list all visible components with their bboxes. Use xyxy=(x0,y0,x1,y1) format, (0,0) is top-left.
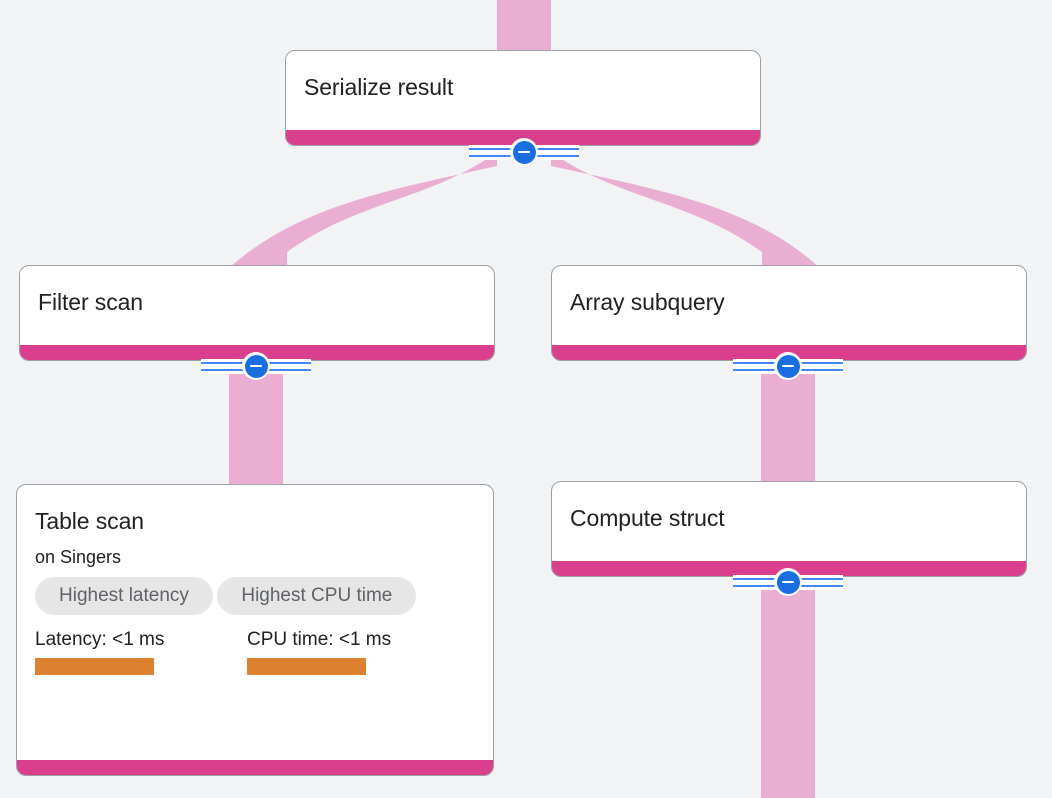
node-metrics: Latency: <1 ms CPU time: <1 ms xyxy=(35,628,475,675)
status-badge-highest-latency[interactable]: Highest latency xyxy=(35,577,213,615)
edge-inbound-stub xyxy=(497,0,551,52)
metric-latency: Latency: <1 ms xyxy=(35,628,247,675)
edge-filter-to-table xyxy=(229,366,283,491)
minus-icon[interactable] xyxy=(242,352,270,380)
toggle-compute-struct[interactable] xyxy=(733,567,843,597)
node-body: Filter scan xyxy=(20,266,494,345)
minus-icon-glyph xyxy=(518,150,530,154)
node-title: Filter scan xyxy=(38,289,143,315)
toggle-filter-scan[interactable] xyxy=(201,351,311,381)
node-body: Serialize result xyxy=(286,51,760,130)
node-compute-struct[interactable]: Compute struct xyxy=(551,481,1027,577)
metric-cpu-time-bar xyxy=(247,658,366,675)
node-subtitle: on Singers xyxy=(35,547,122,567)
node-body: Table scan on Singers Highest latency Hi… xyxy=(17,485,493,760)
node-title: Array subquery xyxy=(570,289,725,315)
minus-icon-glyph xyxy=(782,580,794,584)
node-body: Array subquery xyxy=(552,266,1026,345)
minus-icon-glyph xyxy=(250,364,262,368)
node-title: Table scan xyxy=(35,508,144,534)
minus-icon-disc xyxy=(776,570,800,594)
node-serialize-result[interactable]: Serialize result xyxy=(285,50,761,146)
minus-icon-disc xyxy=(512,140,536,164)
toggle-serialize-result[interactable] xyxy=(469,137,579,167)
toggle-array-subquery[interactable] xyxy=(733,351,843,381)
edge-compute-outbound xyxy=(761,582,815,798)
node-accent-bar xyxy=(286,130,760,145)
minus-icon[interactable] xyxy=(774,352,802,380)
node-array-subquery[interactable]: Array subquery xyxy=(551,265,1027,361)
metric-latency-label: Latency: <1 ms xyxy=(35,629,165,650)
node-filter-scan[interactable]: Filter scan xyxy=(19,265,495,361)
node-accent-bar xyxy=(17,760,493,775)
node-title: Serialize result xyxy=(304,74,454,100)
minus-icon-disc xyxy=(776,354,800,378)
node-badges: Highest latency Highest CPU time xyxy=(35,577,475,622)
minus-icon[interactable] xyxy=(510,138,538,166)
edge-serialize-to-array xyxy=(551,152,820,268)
minus-icon[interactable] xyxy=(774,568,802,596)
metric-cpu-time: CPU time: <1 ms xyxy=(247,628,459,675)
metric-latency-bar xyxy=(35,658,154,675)
metric-cpu-time-label: CPU time: <1 ms xyxy=(247,629,392,650)
minus-icon-glyph xyxy=(782,364,794,368)
edge-array-to-compute xyxy=(761,366,815,491)
node-title: Compute struct xyxy=(570,505,725,531)
status-badge-highest-cpu-time[interactable]: Highest CPU time xyxy=(217,577,417,615)
node-table-scan[interactable]: Table scan on Singers Highest latency Hi… xyxy=(16,484,494,776)
edge-serialize-to-filter xyxy=(229,152,497,268)
node-body: Compute struct xyxy=(552,482,1026,561)
minus-icon-disc xyxy=(244,354,268,378)
